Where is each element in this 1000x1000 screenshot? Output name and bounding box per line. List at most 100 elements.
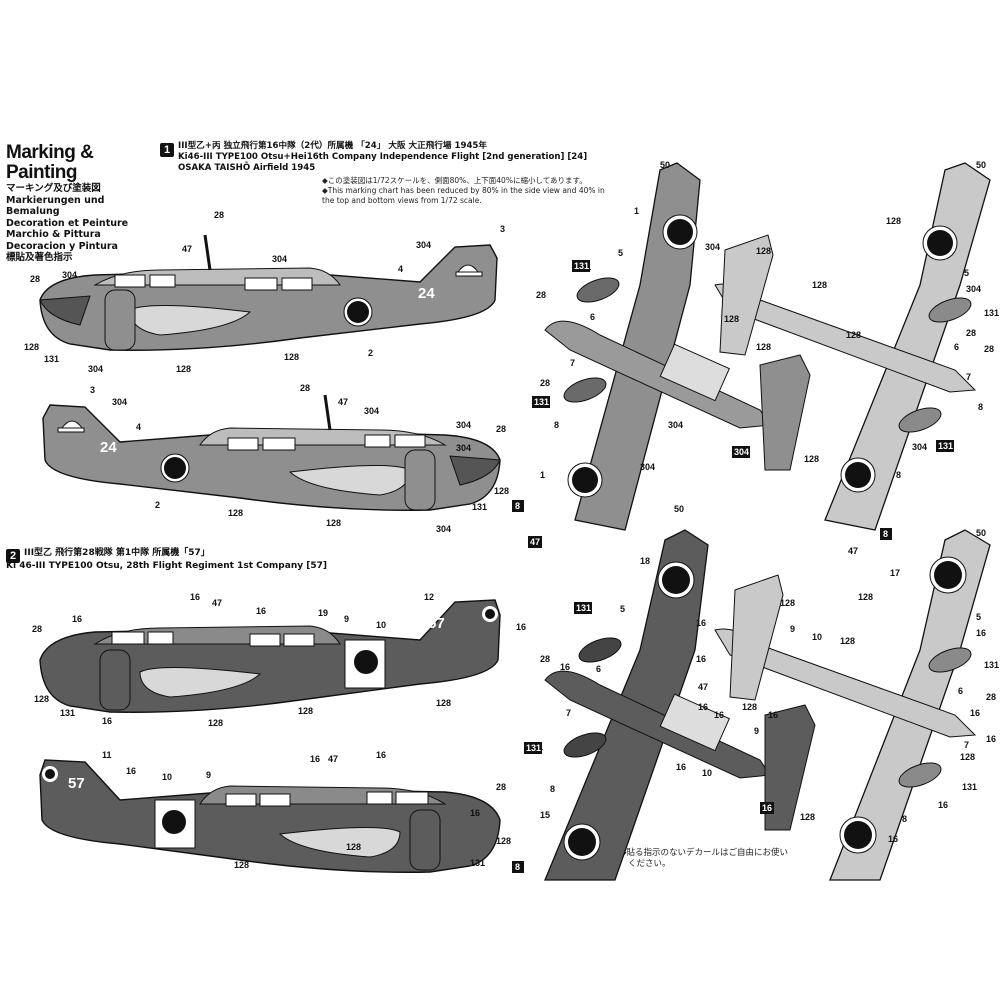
callout-128: 128: [496, 836, 511, 846]
callout-50: 50: [660, 160, 670, 170]
callout-9: 9: [206, 770, 211, 780]
svg-text:8: 8: [515, 501, 520, 511]
scheme1-title-en: Ki46-III TYPE100 Otsu+Hei16th Company In…: [178, 152, 588, 162]
callout-304: 304: [456, 420, 471, 430]
scheme2-title-en: Ki 46-III TYPE100 Otsu, 28th Flight Regi…: [6, 561, 327, 571]
svg-text:304: 304: [734, 447, 749, 457]
svg-text:131: 131: [526, 743, 541, 753]
callout-16: 16: [696, 618, 706, 628]
svg-text:16: 16: [762, 803, 772, 813]
callout-7: 7: [566, 708, 571, 718]
callout-28: 28: [540, 378, 550, 388]
callout-16: 16: [560, 662, 570, 672]
callout-3: 3: [90, 385, 95, 395]
callout-128: 128: [846, 330, 861, 340]
callout-128: 128: [24, 342, 39, 352]
callout-9: 9: [754, 726, 759, 736]
svg-text:131: 131: [574, 261, 589, 271]
callout-4: 4: [136, 422, 141, 432]
callout-128: 128: [298, 706, 313, 716]
svg-text:131: 131: [938, 441, 953, 451]
scheme1-location: OSAKA TAISHŌ Airfield 1945: [178, 163, 316, 173]
callout-128: 128: [228, 508, 243, 518]
s2-bottom-view: [714, 529, 991, 881]
callout-5: 5: [976, 612, 981, 622]
callout-8: 8: [978, 402, 983, 412]
callout-47: 47: [338, 397, 348, 407]
callout-5: 5: [618, 248, 623, 258]
s1-tail-code-mirror: 24: [100, 439, 117, 456]
callout-16: 16: [676, 762, 686, 772]
callout-28: 28: [300, 383, 310, 393]
callout-304: 304: [436, 524, 451, 534]
callout-16: 16: [126, 766, 136, 776]
callout-16: 16: [72, 614, 82, 624]
callout-28: 28: [496, 424, 506, 434]
callout-16: 16: [696, 654, 706, 664]
callout-131: 131: [984, 660, 999, 670]
callout-304: 304: [966, 284, 981, 294]
s1-bottom-view: [714, 162, 991, 531]
callout-304: 304: [88, 364, 103, 374]
scale-note-en-2: the top and bottom views from 1/72 scale…: [322, 196, 482, 205]
callout-16: 16: [976, 628, 986, 638]
callout-131: 131: [44, 354, 59, 364]
callout-128: 128: [176, 364, 191, 374]
callout-6: 6: [596, 664, 601, 674]
callout-28: 28: [986, 692, 996, 702]
decal-note-line1: ◆貼る指示のないデカールはご自由にお使い: [620, 848, 789, 858]
callout-128: 128: [800, 812, 815, 822]
callout-16: 16: [190, 592, 200, 602]
callout-28: 28: [984, 344, 994, 354]
callout-131: 131: [984, 308, 999, 318]
callout-16: 16: [888, 834, 898, 844]
callout-10: 10: [702, 768, 712, 778]
s1-tail-code: 24: [418, 285, 435, 302]
callout-16: 16: [256, 606, 266, 616]
callout-304: 304: [705, 242, 720, 252]
callout-16: 16: [470, 808, 480, 818]
callout-5: 5: [620, 604, 625, 614]
callout-128: 128: [742, 702, 757, 712]
callout-8: 8: [550, 784, 555, 794]
callout-2: 2: [155, 500, 160, 510]
callout-128: 128: [724, 314, 739, 324]
header-line-es: Decoracion y Pintura: [6, 240, 118, 252]
callout-50: 50: [976, 528, 986, 538]
scheme2-badge: 2: [6, 549, 20, 563]
callout-128: 128: [346, 842, 361, 852]
callout-131: 131: [470, 858, 485, 868]
header-line-fr: Decoration et Peinture: [6, 217, 129, 229]
callout-1: 1: [634, 206, 639, 216]
svg-text:8: 8: [515, 862, 520, 872]
callout-19: 19: [318, 608, 328, 618]
callout-47: 47: [698, 682, 708, 692]
callout-8: 8: [902, 814, 907, 824]
scheme2-title-jp: III型乙 飛行第28戦隊 第1中隊 所属機「57」: [24, 548, 210, 558]
callout-16: 16: [986, 734, 996, 744]
callout-131: 131: [962, 782, 977, 792]
callout-8: 8: [896, 470, 901, 480]
s2-tail-code-mirror: 57: [68, 775, 85, 792]
header-line-jp: マーキング及び塗装図: [6, 183, 101, 194]
callout-4: 4: [398, 264, 403, 274]
callout-28: 28: [540, 654, 550, 664]
callout-128: 128: [494, 486, 509, 496]
callout-131: 131: [472, 502, 487, 512]
callout-128: 128: [812, 280, 827, 290]
callout-304: 304: [112, 397, 127, 407]
callout-6: 6: [590, 312, 595, 322]
callout-47: 47: [212, 598, 222, 608]
callout-2: 2: [368, 348, 373, 358]
callout-304: 304: [62, 270, 77, 280]
header-line-de: Markierungen und Bemalung: [6, 194, 105, 218]
callout-50: 50: [674, 504, 684, 514]
s2-tail-code: 57: [428, 615, 445, 632]
callout-17: 17: [890, 568, 900, 578]
callout-128: 128: [34, 694, 49, 704]
callout-10: 10: [376, 620, 386, 630]
callout-16: 16: [310, 754, 320, 764]
s2-side-lower: [39, 759, 501, 873]
callout-28: 28: [966, 328, 976, 338]
